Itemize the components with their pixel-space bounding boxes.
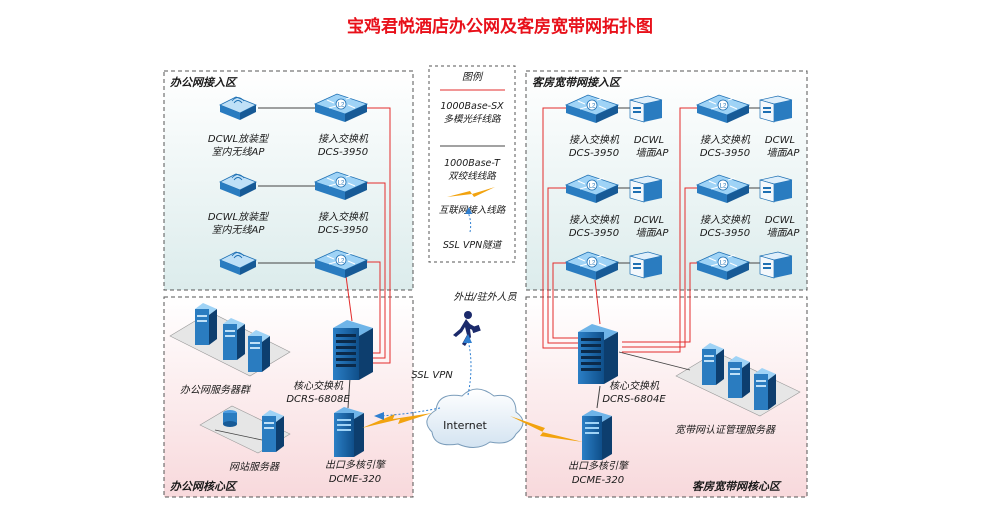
auth-server-group bbox=[675, 343, 801, 417]
guest-core-switch bbox=[578, 324, 618, 384]
office-server-group bbox=[169, 303, 291, 377]
guest-wap-2-line2: 墙面AP bbox=[767, 147, 801, 159]
guest-switch-1-line1: 接入交换机 bbox=[569, 134, 620, 146]
office-gateway-line2: DCME-320 bbox=[329, 474, 381, 485]
legend-internet-label: 互联网接入线路 bbox=[439, 205, 507, 216]
guest-wap-4 bbox=[759, 175, 793, 203]
internet-label: Internet bbox=[443, 419, 487, 432]
office-core-switch-line1: 核心交换机 bbox=[293, 380, 344, 392]
guest-switch-3-line1: 接入交换机 bbox=[569, 214, 620, 226]
zone-office-access bbox=[163, 70, 414, 291]
legend-vpn-label: SSL VPN隧道 bbox=[443, 239, 503, 251]
guest-switch-3-line2: DCS-3950 bbox=[569, 228, 619, 239]
office-switch-1-line1: 接入交换机 bbox=[318, 133, 369, 145]
zone-label-office-access: 办公网接入区 bbox=[170, 76, 238, 89]
guest-fiber-links bbox=[542, 107, 697, 353]
office-server-group-label: 办公网服务器群 bbox=[180, 384, 252, 396]
legend-tp-line2: 双绞线线路 bbox=[448, 170, 497, 182]
legend-internet-swatch bbox=[447, 187, 495, 197]
internet-cloud bbox=[426, 388, 524, 448]
office-switch-2-line2: DCS-3950 bbox=[318, 225, 368, 236]
guest-wap-1-line1: DCWL bbox=[634, 135, 664, 146]
legend-vpn-swatch bbox=[467, 211, 472, 233]
guest-wap-3-line1: DCWL bbox=[634, 215, 664, 226]
diagram-title: 宝鸡君悦酒店办公网及客房宽带网拓扑图 bbox=[347, 16, 653, 37]
office-ap-1-line2: 室内无线AP bbox=[212, 146, 266, 158]
guest-switch-2-line1: 接入交换机 bbox=[700, 134, 751, 146]
guest-wap-6 bbox=[759, 251, 793, 279]
guest-core-to-gateway-link bbox=[596, 385, 601, 409]
web-server bbox=[199, 405, 291, 454]
legend-fiber-line1: 1000Base-SX bbox=[440, 101, 504, 112]
guest-gateway-line2: DCME-320 bbox=[572, 475, 624, 486]
guest-wap-4-line1: DCWL bbox=[765, 215, 795, 226]
zone-label-guest-access: 客房宽带网接入区 bbox=[532, 76, 622, 89]
web-server-label: 网站服务器 bbox=[229, 461, 280, 473]
legend-tp-line1: 1000Base-T bbox=[444, 158, 501, 169]
ssl-vpn-label: SSL VPN bbox=[411, 370, 453, 381]
office-ap-links bbox=[258, 107, 317, 264]
legend-fiber-line2: 多模光纤线路 bbox=[443, 114, 502, 125]
office-ap-2-line1: DCWL放装型 bbox=[208, 211, 270, 223]
guest-wap-2-line1: DCWL bbox=[765, 135, 795, 146]
remote-user-label: 外出/驻外人员 bbox=[453, 291, 517, 303]
guest-switch-4-line2: DCS-3950 bbox=[700, 228, 750, 239]
office-gateway-line1: 出口多核引擎 bbox=[325, 459, 387, 471]
guest-internet-link bbox=[510, 416, 583, 442]
guest-wap-2 bbox=[759, 95, 793, 123]
guest-ap-links bbox=[618, 107, 760, 264]
remote-user-icon bbox=[453, 311, 481, 346]
vpn-arrow-left bbox=[374, 412, 384, 420]
office-core-switch bbox=[333, 320, 373, 380]
guest-switch-1-line2: DCS-3950 bbox=[569, 148, 619, 159]
guest-wap-1-line2: 墙面AP bbox=[636, 147, 670, 159]
guest-wap-1 bbox=[629, 95, 663, 123]
office-fiber-links bbox=[345, 107, 391, 364]
office-gateway bbox=[334, 407, 364, 457]
guest-switch-2-line2: DCS-3950 bbox=[700, 148, 750, 159]
guest-core-switch-line2: DCRS-6804E bbox=[602, 394, 666, 405]
guest-wap-4-line2: 墙面AP bbox=[767, 227, 801, 239]
zone-label-office-core: 办公网核心区 bbox=[170, 480, 238, 493]
guest-wap-5 bbox=[629, 251, 663, 279]
office-ap-1-line1: DCWL放装型 bbox=[208, 133, 270, 145]
vpn-arrow-up bbox=[463, 334, 472, 343]
office-switch-2-line1: 接入交换机 bbox=[318, 211, 369, 223]
guest-wap-3 bbox=[629, 175, 663, 203]
guest-gateway bbox=[582, 410, 612, 460]
office-ap-2-line2: 室内无线AP bbox=[212, 224, 266, 236]
vpn-tunnels bbox=[379, 339, 472, 417]
office-core-switch-line2: DCRS-6808E bbox=[286, 394, 350, 405]
guest-wap-3-line2: 墙面AP bbox=[636, 227, 670, 239]
guest-switch-4-line1: 接入交换机 bbox=[700, 214, 751, 226]
guest-gateway-line1: 出口多核引擎 bbox=[568, 460, 630, 472]
office-internet-link bbox=[362, 413, 432, 428]
legend-title: 图例 bbox=[462, 71, 484, 83]
office-core-to-gateway-link bbox=[347, 377, 351, 409]
guest-core-to-auth-link bbox=[618, 351, 691, 371]
office-switch-1-line2: DCS-3950 bbox=[318, 147, 368, 158]
auth-server-label: 宽带网认证管理服务器 bbox=[675, 424, 776, 436]
legend: 图例 1000Base-SX 多模光纤线路 1000Base-T 双绞线线路 互… bbox=[428, 65, 516, 263]
zone-label-guest-core: 客房宽带网核心区 bbox=[692, 480, 782, 493]
guest-core-switch-line1: 核心交换机 bbox=[609, 380, 660, 392]
legend-vpn-arrow bbox=[465, 207, 472, 214]
